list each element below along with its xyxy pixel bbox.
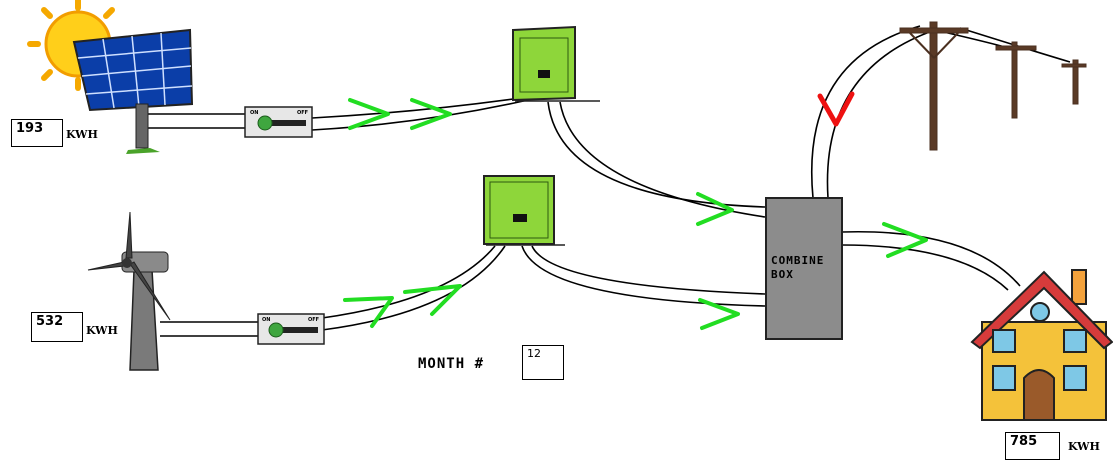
toggle-switch-icon: ON OFF [244,106,313,138]
cable-inverter-top-combine [547,101,766,218]
cable-combine-house [841,230,1021,291]
svg-text:OFF: OFF [308,317,319,323]
wind-turbine-icon [87,211,171,371]
month-value: 12 [522,345,564,380]
cable-solar-switch [140,113,245,129]
cable-inverter-bottom-combine [521,245,766,307]
house-kwh-value: 785 [1005,432,1060,460]
combine-box-line2: BOX [771,268,794,281]
svg-text:ON: ON [262,317,270,323]
inverter-icon [483,175,565,246]
flow-arrow-icon [698,298,740,330]
month-label: MONTH # [418,356,485,372]
combine-box-line1: COMBINE [771,254,825,267]
flow-arrow-icon [696,192,734,226]
cable-wind-switch [160,321,258,337]
svg-text:OFF: OFF [297,110,308,116]
flow-arrow-icon [882,222,928,258]
combine-box-icon [765,197,843,340]
toggle-switch-icon: ON OFF [257,313,325,345]
flow-arrow-icon [348,98,452,130]
house-icon [970,269,1113,421]
cable-switch-inverter-bottom [321,245,506,331]
check-mark-icon [817,91,855,127]
house-kwh-unit: KWH [1068,440,1100,453]
inverter-icon [512,25,600,102]
wind-kwh-unit: KWH [86,324,118,337]
wind-kwh-value: 532 [31,312,83,342]
cable-switch-inverter-top [311,97,529,131]
solar-kwh-value: 193 [11,119,63,147]
solar-kwh-unit: KWH [66,128,98,141]
flow-arrow-icon [343,284,462,328]
power-pole-icon [899,21,1087,151]
solar-panel-icon [72,28,194,154]
combine-box-label: COMBINE BOX [771,254,824,282]
svg-text:ON: ON [250,110,258,116]
